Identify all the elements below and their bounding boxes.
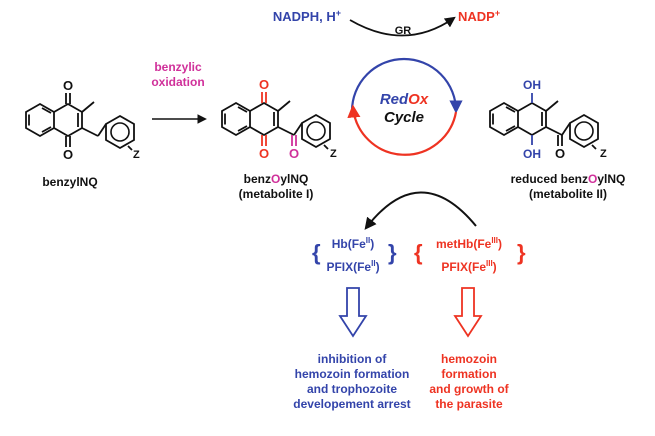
cycle-label: Cycle xyxy=(384,109,424,126)
growth-line2: formation xyxy=(441,367,496,381)
nadp-label: NADP+ xyxy=(458,8,500,24)
metabolite2-name: reduced benzOylNQ xyxy=(511,172,626,186)
inhibition-outcome: inhibition of hemozoin formation and tro… xyxy=(293,352,410,411)
inhibition-hollow-arrow xyxy=(338,287,368,338)
metabolite1-atom-o-top: O xyxy=(259,77,269,92)
metabolite1-atom-o-bottom: O xyxy=(259,146,269,161)
metabolite1-name: benzOylNQ xyxy=(244,172,309,186)
heme-oxidation-arrow xyxy=(364,191,477,230)
oxidation-label-line1: benzylic xyxy=(154,60,202,74)
pfix-fe2-label: PFIX(FeII) xyxy=(326,259,379,274)
metabolite1-subtitle: (metabolite I) xyxy=(239,187,314,201)
metabolite2-atom-o-ketone: O xyxy=(555,146,565,161)
benzylnq-structure xyxy=(25,93,135,151)
metabolite2-atom-oh-top: OH xyxy=(523,78,541,92)
metabolite1-structure xyxy=(221,100,331,150)
growth-line4: the parasite xyxy=(435,397,503,411)
growth-line1: hemozoin xyxy=(441,352,497,366)
inhibition-line3: and trophozoite xyxy=(307,382,397,396)
reduced-brace-right: } xyxy=(388,240,397,265)
metabolite1-atom-z: Z xyxy=(330,148,337,160)
metabolite2-atom-oh-bottom: OH xyxy=(523,147,541,161)
metabolite1-red-bonds xyxy=(261,92,267,146)
metabolite1-ketone-bond xyxy=(291,135,297,146)
benzylnq-atom-z: Z xyxy=(133,149,140,161)
metabolite2-atom-z: Z xyxy=(600,148,607,160)
oxidation-label-line2: oxidation xyxy=(151,75,204,89)
growth-line3: and growth of xyxy=(429,382,509,396)
metabolite2-subtitle: (metabolite II) xyxy=(529,187,607,201)
growth-outcome: hemozoin formation and growth of the par… xyxy=(429,352,509,411)
cycle-oxidation-arc xyxy=(347,104,458,156)
methb-fe3-label: metHb(FeIII) xyxy=(436,236,502,251)
growth-hollow-arrow xyxy=(453,287,483,338)
reduced-brace-left: { xyxy=(312,240,321,265)
benzylnq-atom-o-top: O xyxy=(63,78,73,93)
metabolite2-structure xyxy=(489,100,599,150)
pfix-fe3-label: PFIX(FeIII) xyxy=(441,259,496,274)
redox-label: RedOx xyxy=(380,91,429,108)
benzylnq-name: benzylNQ xyxy=(42,175,97,189)
benzylnq-atom-o-bottom: O xyxy=(63,147,73,162)
inhibition-line1: inhibition of xyxy=(318,352,388,366)
oxidized-brace-left: { xyxy=(414,240,423,265)
inhibition-line2: hemozoin formation xyxy=(295,367,410,381)
oxidized-brace-right: } xyxy=(517,240,526,265)
inhibition-line4: developement arrest xyxy=(293,397,410,411)
metabolite1-atom-o-ketone: O xyxy=(289,146,299,161)
gr-reaction-arrow xyxy=(349,16,456,37)
nadph-label: NADPH, H+ xyxy=(273,8,341,24)
hb-fe2-label: Hb(FeII) xyxy=(332,236,374,251)
cycle-reduction-arc xyxy=(350,57,463,114)
enzyme-gr-label: GR xyxy=(395,25,412,37)
